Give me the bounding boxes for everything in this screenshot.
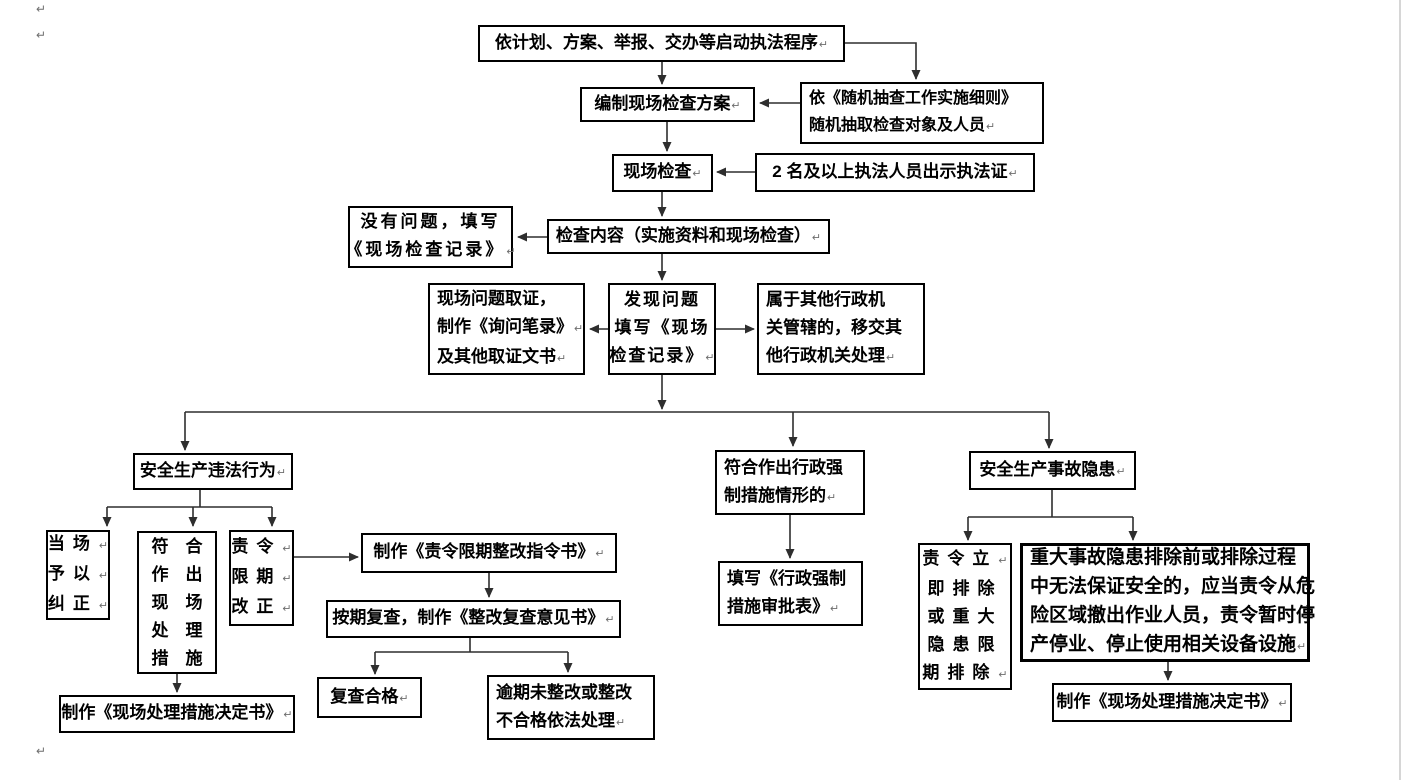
node-force-condition: 符合作出行政强制措施情形的↵ xyxy=(715,450,865,515)
node-evidence-collection: 现场问题取证，制作《询问笔录》↵及其他取证文书↵ xyxy=(428,283,585,375)
node-force-approval-form: 填写《行政强制措施审批表》↵ xyxy=(718,561,863,626)
return-mark: ↵ xyxy=(506,246,516,258)
return-mark: ↵ xyxy=(998,668,1008,681)
return-mark: ↵ xyxy=(557,353,567,365)
node-review-on-schedule: 按期复查，制作《整改复查意见书》↵ xyxy=(326,600,621,638)
node-random-check-rule: 依《随机抽查工作实施细则》随机抽取检查对象及人员↵ xyxy=(800,82,1044,144)
return-mark: ↵ xyxy=(616,716,626,729)
paragraph-mark: ↵ xyxy=(36,2,47,16)
return-mark: ↵ xyxy=(283,709,293,721)
node-onsite-inspection: 现场检查↵ xyxy=(612,154,713,192)
return-mark: ↵ xyxy=(818,38,829,51)
return-mark: ↵ xyxy=(98,600,109,612)
return-mark: ↵ xyxy=(98,540,109,552)
node-inspection-content: 检查内容（实施资料和现场检查）↵ xyxy=(547,219,830,254)
return-mark: ↵ xyxy=(705,352,715,364)
node-overdue-handling: 逾期未整改或整改不合格依法处理↵ xyxy=(487,675,655,740)
return-mark: ↵ xyxy=(605,614,615,626)
node-order-correction: 责令↵限期↵改正↵ xyxy=(229,530,294,626)
return-mark: ↵ xyxy=(692,168,702,180)
node-make-decision-left: 制作《现场处理措施决定书》↵ xyxy=(59,695,295,733)
node-start-procedure: 依计划、方案、举报、交办等启动执法程序↵ xyxy=(478,25,845,62)
node-problem-found-record: 发现问题填写《现场检查记录》↵ xyxy=(608,283,716,375)
return-mark: ↵ xyxy=(98,570,109,582)
return-mark: ↵ xyxy=(282,543,292,555)
return-mark: ↵ xyxy=(830,602,840,615)
node-illegal-behavior: 安全生产违法行为↵ xyxy=(133,453,293,490)
return-mark: ↵ xyxy=(399,692,409,705)
return-mark: ↵ xyxy=(1297,641,1307,653)
return-mark: ↵ xyxy=(282,573,292,585)
return-mark: ↵ xyxy=(276,466,287,479)
return-mark: ↵ xyxy=(811,231,822,244)
paragraph-mark: ↵ xyxy=(36,28,47,42)
return-mark: ↵ xyxy=(827,491,837,504)
return-mark: ↵ xyxy=(731,99,741,112)
return-mark: ↵ xyxy=(574,323,584,335)
return-mark: ↵ xyxy=(1008,167,1018,180)
page-right-edge xyxy=(1399,0,1401,780)
node-review-pass: 复查合格↵ xyxy=(317,677,422,718)
node-no-problem-record: 没有问题，填写《现场检查记录》↵ xyxy=(345,206,516,268)
return-mark: ↵ xyxy=(1116,465,1126,478)
node-make-decision-right: 制作《现场处理措施决定书》↵ xyxy=(1052,683,1292,722)
node-make-rectify-order: 制作《责令限期整改指令书》↵ xyxy=(361,533,617,573)
return-mark: ↵ xyxy=(998,554,1008,567)
node-eliminate-hazard: 责令立↵即排除或重大隐患限期排除↵ xyxy=(918,543,1012,690)
node-prepare-inspection-plan: 编制现场检查方案↵ xyxy=(580,87,755,122)
return-mark: ↵ xyxy=(886,352,896,364)
return-mark: ↵ xyxy=(595,548,605,560)
return-mark: ↵ xyxy=(1278,697,1288,710)
return-mark: ↵ xyxy=(986,121,996,133)
node-accident-hazard: 安全生产事故隐患↵ xyxy=(969,451,1136,490)
node-onspot-correction: 当场↵予以↵纠正↵ xyxy=(46,530,110,620)
node-two-officers-show-id: 2 名及以上执法人员出示执法证↵ xyxy=(755,153,1035,192)
return-mark: ↵ xyxy=(282,603,292,615)
node-onsite-handling-measures: 符 合作 出现 场处 理措 施 xyxy=(137,531,217,674)
node-transfer-other-agency: 属于其他行政机关管辖的，移交其他行政机关处理↵ xyxy=(757,283,925,375)
connector-lines xyxy=(107,411,1133,653)
paragraph-mark: ↵ xyxy=(36,744,47,758)
connector-arrows xyxy=(102,42,1173,693)
node-major-hazard-measures: 重大事故隐患排除前或排除过程中无法保证安全的，应当责令从危险区域撤出作业人员，责… xyxy=(1020,543,1315,662)
